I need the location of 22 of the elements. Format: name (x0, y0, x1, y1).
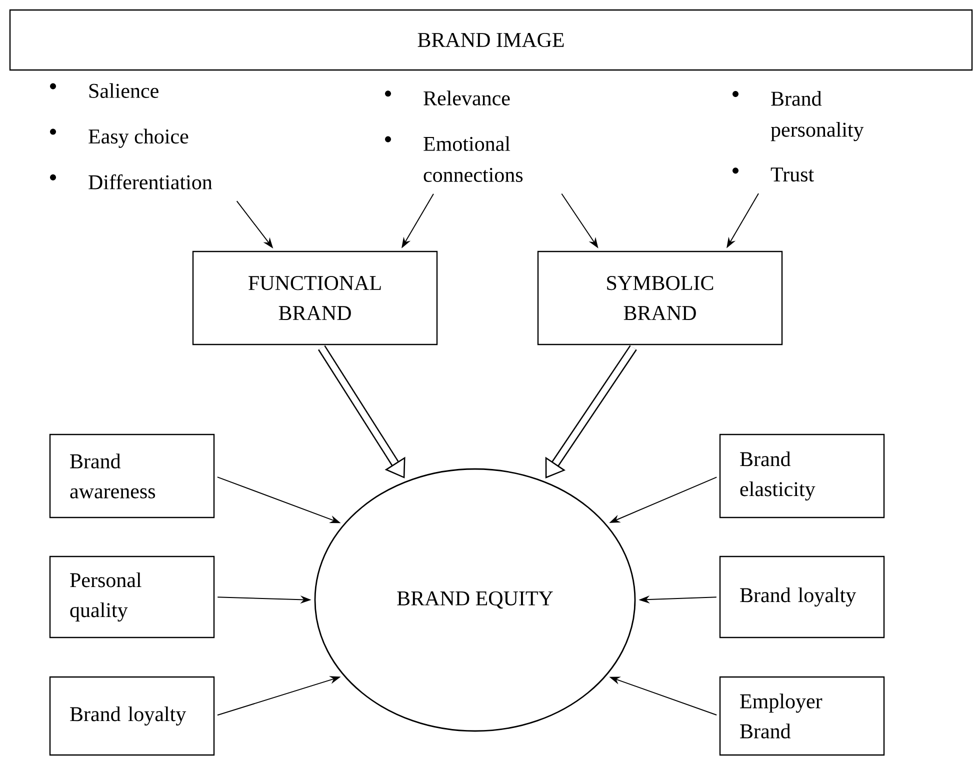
concept-box: Brand loyalty (719, 556, 885, 638)
node-label: Relevance (424, 90, 510, 106)
title-box: BRAND IMAGE (9, 9, 973, 71)
concept-box: SYMBOLIC BRAND (537, 250, 783, 346)
node-label: Differentiation (88, 174, 212, 190)
bullet-list: Salience Easy choice Differentiation (50, 83, 212, 190)
node-label: Salience (89, 83, 158, 98)
node-label: Trust (770, 168, 814, 182)
concept-box: Personal quality (49, 556, 215, 638)
concept-box: Brand awareness (49, 434, 215, 518)
node-label: Easy choice (88, 128, 188, 148)
concept-box: Brand elasticity (719, 434, 885, 518)
block-arrow (318, 345, 406, 478)
node-label: Brand personality (770, 91, 864, 142)
ellipse-node: BRAND EQUITY (314, 468, 636, 732)
bullet-list: Relevance Emotional connections (385, 90, 523, 182)
bullet-list: Brand personality Trust (732, 91, 864, 182)
concept-box: FUNCTIONAL BRAND (192, 250, 438, 346)
block-arrow (545, 345, 637, 478)
concept-box: Employer Brand (719, 676, 885, 756)
concept-box: Brand loyalty (49, 676, 215, 756)
node-label: Emotional connections (424, 136, 523, 182)
